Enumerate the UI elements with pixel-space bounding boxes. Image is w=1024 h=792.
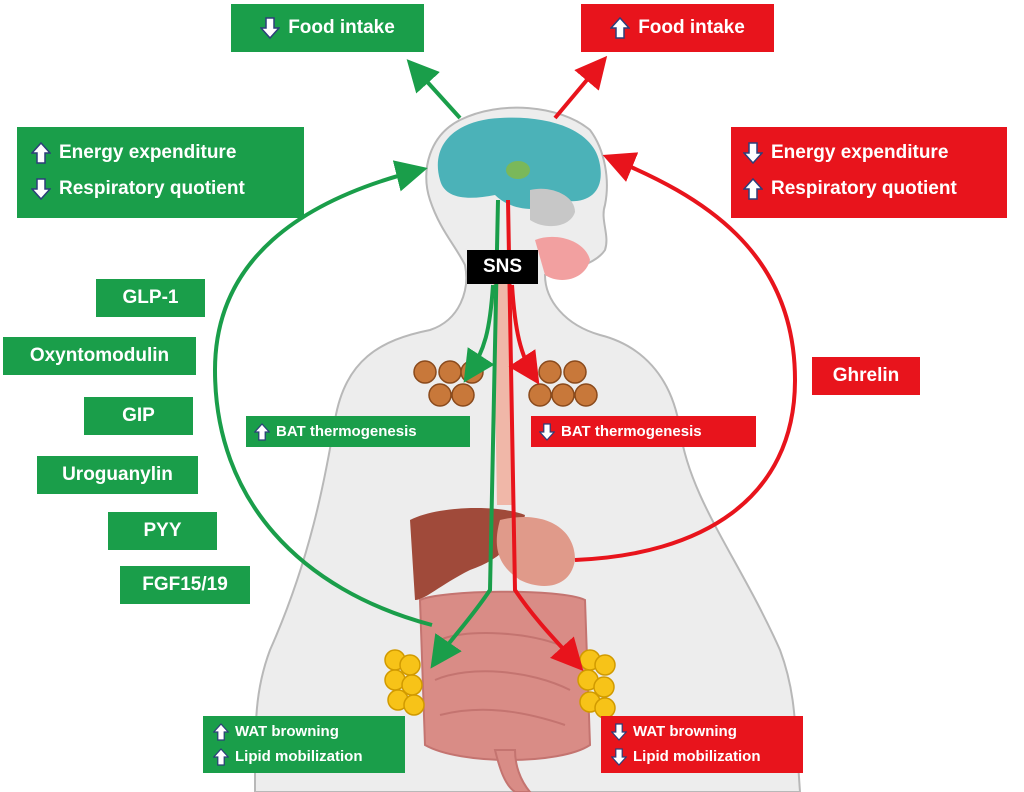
green-arrow-sns-to-wat (430, 199, 500, 669)
hormone-fgf15-19-label: FGF15/19 (142, 574, 228, 595)
red-energy-box: Energy expenditure Respiratory quotient (731, 127, 1007, 218)
wat-left-fat (384, 649, 425, 716)
green-wat-box: WAT browning Lipid mobilization (203, 716, 405, 773)
red-energy-expenditure: Energy expenditure (771, 142, 949, 163)
thalamus-shape (506, 161, 530, 179)
green-bat-box: BAT thermogenesis (246, 416, 470, 447)
red-wat-box: WAT browning Lipid mobilization (601, 716, 803, 773)
hormone-uroguanylin: Uroguanylin (37, 456, 198, 494)
red-wat-browning: WAT browning (633, 723, 737, 740)
down-arrow-icon (611, 747, 627, 766)
green-arrow-sns-to-bat (463, 284, 495, 383)
red-arrow-sns-to-bat (508, 284, 540, 385)
hormone-ghrelin: Ghrelin (812, 357, 920, 395)
down-arrow-icon (743, 142, 763, 164)
red-bat-label: BAT thermogenesis (561, 423, 702, 440)
bat-right-cells (528, 360, 598, 407)
red-bat-box: BAT thermogenesis (531, 416, 756, 447)
hormone-glp1: GLP-1 (96, 279, 205, 317)
red-lipid-mobilization: Lipid mobilization (633, 748, 761, 765)
hormone-ghrelin-label: Ghrelin (832, 365, 900, 386)
hormone-glp1-label: GLP-1 (122, 287, 179, 308)
hormone-fgf15-19: FGF15/19 (120, 566, 250, 604)
hormone-oxyntomodulin: Oxyntomodulin (3, 337, 196, 375)
body-silhouette (254, 106, 802, 792)
oral-cavity (535, 236, 590, 280)
down-arrow-icon (539, 422, 555, 441)
green-energy-expenditure: Energy expenditure (59, 142, 237, 163)
green-arrow-gut-to-brain (212, 160, 433, 627)
green-food-intake-label: Food intake (288, 17, 395, 38)
up-arrow-icon (254, 422, 270, 441)
down-arrow-icon (611, 722, 627, 741)
red-food-intake-label: Food intake (638, 17, 745, 38)
hormone-pyy: PYY (108, 512, 217, 550)
up-arrow-icon (213, 747, 229, 766)
red-arrow-stomach-to-brain (574, 152, 798, 562)
hormone-oxyntomodulin-label: Oxyntomodulin (29, 345, 170, 366)
sns-label: SNS (467, 250, 538, 284)
green-arrow-to-food-intake (406, 59, 462, 120)
up-arrow-icon (610, 17, 631, 39)
red-arrow-to-food-intake (553, 55, 608, 120)
red-food-intake-box: Food intake (581, 4, 774, 52)
green-wat-browning: WAT browning (235, 723, 339, 740)
up-arrow-icon (213, 722, 229, 741)
hormone-gip: GIP (84, 397, 193, 435)
green-food-intake-box: Food intake (231, 4, 424, 52)
hormone-gip-label: GIP (122, 405, 155, 426)
green-energy-box: Energy expenditure Respiratory quotient (17, 127, 304, 218)
hormone-pyy-label: PYY (143, 520, 182, 541)
green-bat-label: BAT thermogenesis (276, 423, 417, 440)
down-arrow-icon (31, 178, 51, 200)
down-arrow-icon (260, 17, 281, 39)
green-respiratory-quotient: Respiratory quotient (59, 178, 245, 199)
red-respiratory-quotient: Respiratory quotient (771, 178, 957, 199)
up-arrow-icon (31, 142, 51, 164)
green-lipid-mobilization: Lipid mobilization (235, 748, 363, 765)
red-arrow-sns-to-wat (506, 199, 584, 671)
wat-right-fat (577, 649, 616, 719)
liver-shape (410, 508, 525, 600)
cerebellum-shape (530, 188, 575, 227)
hormone-uroguanylin-label: Uroguanylin (62, 464, 173, 485)
up-arrow-icon (743, 178, 763, 200)
